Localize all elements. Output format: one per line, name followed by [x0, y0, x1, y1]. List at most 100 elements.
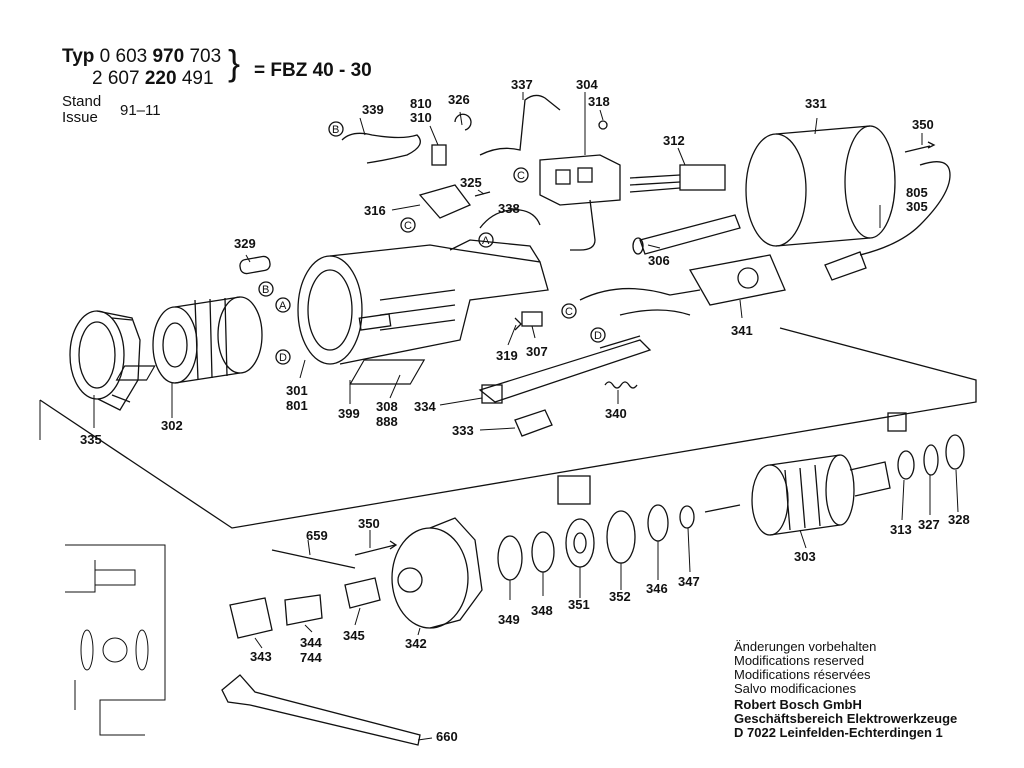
- ring-letter-c: C: [404, 220, 412, 232]
- rating-plate-308: [349, 359, 426, 385]
- grommet-306: [632, 237, 644, 255]
- cable-337: [479, 94, 561, 156]
- type-bold-1: 970: [152, 46, 185, 67]
- motor-housing-part: [297, 239, 549, 365]
- part-label: 343: [250, 649, 272, 664]
- carbon-brush-part: [239, 255, 271, 275]
- part-label: 348: [531, 603, 553, 618]
- screw-318: [598, 120, 608, 130]
- part-label: 347: [678, 574, 700, 589]
- notes-block: Änderungen vorbehalten Modifications res…: [734, 640, 957, 740]
- part-label: 659: [306, 528, 328, 543]
- ring-letter-d: D: [594, 330, 602, 342]
- typ-label: Typ: [62, 46, 95, 67]
- part-label: 310: [410, 110, 432, 125]
- part-label: 312: [663, 133, 685, 148]
- company-address: D 7022 Leinfelden-Echterdingen 1: [734, 725, 943, 740]
- part-label: 340: [605, 406, 627, 421]
- part-label: 327: [918, 517, 940, 532]
- part-label: 334: [414, 399, 436, 414]
- spring-part: [604, 381, 638, 389]
- part-label: 660: [436, 729, 458, 744]
- note-line: Modifications réservées: [734, 667, 871, 682]
- part-label: 313: [890, 522, 912, 537]
- electronics-module-341: [579, 254, 786, 316]
- part-label: 318: [588, 94, 610, 109]
- ring-349: [497, 535, 523, 581]
- screw-350-bottom: [354, 540, 398, 556]
- part-label: 329: [234, 236, 256, 251]
- bearing-351: [565, 518, 595, 568]
- note-line: Salvo modificaciones: [734, 681, 857, 696]
- part-label: 352: [609, 589, 631, 604]
- brush-810: [431, 144, 447, 166]
- leader-lines: [93, 92, 959, 741]
- part-label: 335: [80, 432, 102, 447]
- part-label: 888: [376, 414, 398, 429]
- part-label: 339: [362, 102, 384, 117]
- grease-icon: [557, 475, 591, 505]
- circlip-346: [647, 504, 669, 542]
- ring-letter-d: D: [279, 352, 287, 364]
- company-name: Robert Bosch GmbH: [734, 697, 862, 712]
- part-label: 308: [376, 399, 398, 414]
- clip-307: [521, 311, 543, 327]
- part-label: 337: [511, 77, 533, 92]
- model-name: = FBZ 40 - 30: [254, 60, 372, 81]
- bearing-flange-342: [391, 517, 483, 629]
- part-labels: 339 810 310 326 337 304 318 331 350 312 …: [80, 77, 970, 744]
- part-label: 346: [646, 581, 668, 596]
- circlip-347: [679, 505, 695, 529]
- ring-328: [945, 434, 965, 470]
- capacitor-312: [629, 164, 726, 193]
- washer-348: [531, 531, 555, 573]
- part-label: 349: [498, 612, 520, 627]
- power-cord-305: [859, 161, 951, 256]
- cable-sleeve-306: [639, 214, 741, 255]
- part-label: 338: [498, 201, 520, 216]
- part-label: 325: [460, 175, 482, 190]
- bearing-313: [897, 450, 915, 480]
- type-prefix-1: 0 603: [99, 46, 148, 67]
- torsion-spring-326: [454, 113, 472, 131]
- part-label: 801: [286, 398, 308, 413]
- screw-350-top: [904, 141, 936, 153]
- front-cover-part: [69, 310, 141, 411]
- stator-part: [152, 296, 263, 384]
- screw-319: [514, 317, 522, 331]
- ring-letter-a: A: [482, 235, 490, 247]
- slide-button-part: [514, 409, 553, 437]
- pin-659: [271, 549, 356, 569]
- company-division: Geschäftsbereich Elektrowerkzeuge: [734, 711, 958, 726]
- part-label: 328: [948, 512, 970, 527]
- part-label: 399: [338, 406, 360, 421]
- type-suffix-1: 703: [189, 46, 222, 67]
- washer-352: [606, 510, 636, 564]
- part-label: 306: [648, 253, 670, 268]
- part-label: 805: [906, 185, 928, 200]
- plug-305: [824, 251, 867, 281]
- part-label: 304: [576, 77, 598, 92]
- ring-letter-b: B: [262, 284, 269, 296]
- section-frame-line: [39, 327, 977, 529]
- part-label: 350: [358, 516, 380, 531]
- note-line: Modifications reserved: [734, 653, 865, 668]
- wrench-660: [221, 674, 421, 746]
- switch-rod-part: [478, 335, 652, 404]
- part-label: 351: [568, 597, 590, 612]
- part-label: 307: [526, 344, 548, 359]
- collet-344: [284, 594, 323, 626]
- part-label: 810: [410, 96, 432, 111]
- stand-issue-label: Stand Issue: [62, 94, 101, 126]
- armature-303: [704, 454, 891, 536]
- part-label: 319: [496, 348, 518, 363]
- issue-date: 91–11: [120, 102, 161, 119]
- note-line: Änderungen vorbehalten: [734, 639, 877, 654]
- rear-housing-331: [745, 125, 896, 247]
- type-number-block: Typ 0 603 970 703 2 607 220 491: [62, 46, 221, 90]
- issue-label: Issue: [62, 109, 98, 126]
- ring-letter-circles: [258, 121, 606, 365]
- part-label: 344: [300, 635, 322, 650]
- wiring-schematic: [65, 544, 166, 736]
- part-label: 342: [405, 636, 427, 651]
